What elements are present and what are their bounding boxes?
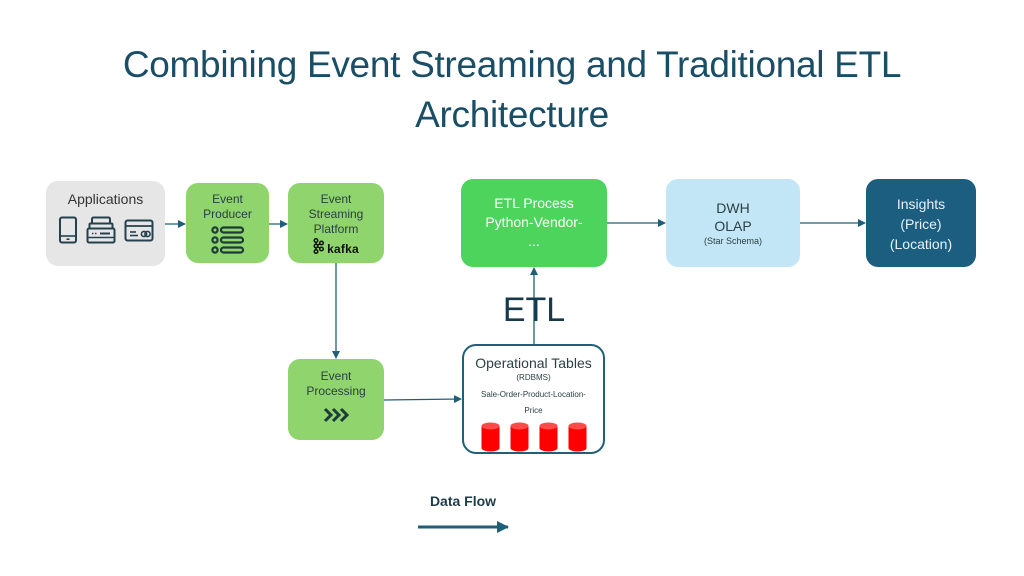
event-producer-line-1: Event	[212, 192, 243, 206]
event-producer-line-2: Producer	[203, 207, 252, 221]
kafka-logo-text: kafka	[327, 241, 359, 256]
etl-process-line-1: ETL Process	[494, 195, 574, 211]
kafka-logo: kafka	[313, 237, 359, 259]
node-event-streaming-platform[interactable]: Event Streaming Platform kafka	[288, 183, 384, 263]
database-cylinder-icon	[510, 422, 529, 457]
dwh-line-2: OLAP	[714, 218, 752, 234]
event-streaming-line-1: Event	[320, 192, 352, 206]
insights-line-1: Insights	[896, 196, 946, 212]
operational-tables-title: Operational Tables	[475, 355, 592, 371]
dwh-line-1: DWH	[716, 200, 750, 216]
etl-label: ETL	[502, 291, 566, 329]
title-line-2: Architecture	[415, 94, 609, 135]
applications-label: Applications	[67, 191, 144, 207]
credit-card-icon	[124, 216, 154, 249]
legend-label: Data Flow	[429, 493, 497, 509]
database-cylinder-icon	[481, 422, 500, 457]
node-event-producer[interactable]: Event Producer	[186, 183, 269, 263]
node-insights[interactable]: Insights (Price) (Location)	[866, 179, 976, 267]
etl-process-line-3: ...	[528, 233, 540, 249]
node-operational-tables[interactable]: Operational Tables (RDBMS) Sale-Order-Pr…	[462, 344, 605, 454]
page-title: Combining Event Streaming and Traditiona…	[0, 40, 1024, 140]
etl-process-line-2: Python-Vendor-	[485, 214, 583, 230]
title-line-1: Combining Event Streaming and Traditiona…	[122, 44, 902, 85]
operational-tables-list-line-2: Price	[524, 406, 543, 415]
kafka-icon	[313, 237, 325, 259]
database-cylinder-icon	[568, 422, 587, 457]
operational-tables-list-line-1: Sale-Order-Product-Location-	[481, 390, 586, 399]
node-applications[interactable]: Applications	[46, 181, 165, 266]
insights-line-3: (Location)	[889, 236, 953, 252]
dwh-line-3: (Star Schema)	[703, 236, 763, 246]
insights-line-2: (Price)	[900, 216, 942, 232]
edge-processing-to-optables	[383, 395, 462, 404]
event-streaming-line-3: Platform	[313, 222, 359, 236]
node-event-processing[interactable]: Event Processing	[288, 359, 384, 440]
node-dwh[interactable]: DWH OLAP (Star Schema)	[666, 179, 800, 267]
database-cylinder-icon	[539, 422, 558, 457]
list-icon	[210, 226, 245, 259]
event-processing-line-1: Event	[320, 369, 352, 383]
tablet-icon	[58, 216, 78, 249]
chevrons-right-icon	[323, 407, 350, 428]
database-cylinders	[481, 422, 587, 457]
event-streaming-line-2: Streaming	[308, 207, 364, 221]
operational-tables-subtitle: (RDBMS)	[516, 373, 551, 382]
event-processing-line-2: Processing	[306, 384, 366, 398]
register-icon	[86, 216, 116, 249]
node-etl-process[interactable]: ETL Process Python-Vendor- ...	[461, 179, 607, 267]
